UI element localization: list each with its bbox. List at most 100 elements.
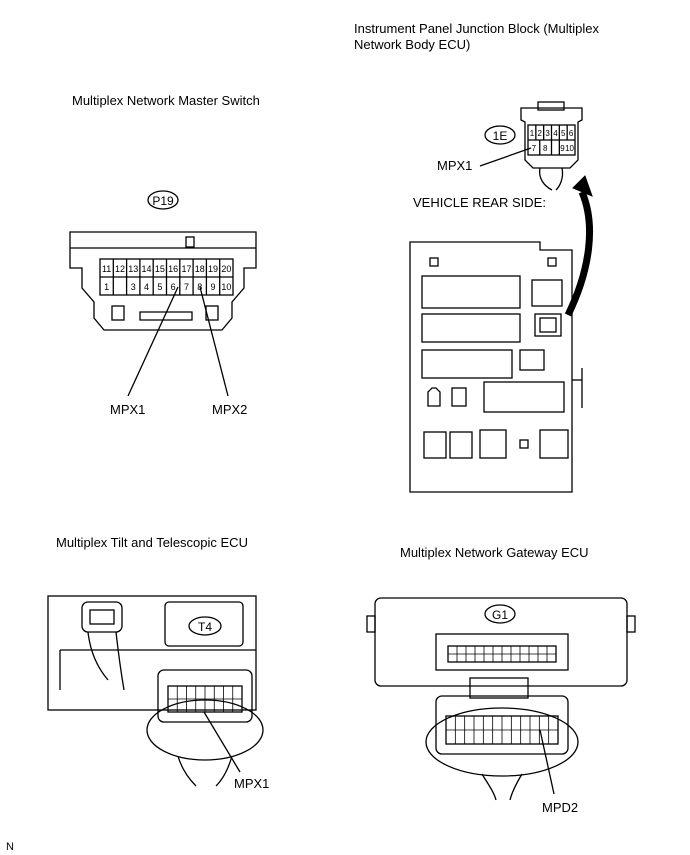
1e-badge-oval [484, 125, 516, 145]
jb-pin-label: 4 [553, 129, 558, 138]
gateway-ecu-assembly: G1 [366, 597, 636, 801]
p19-pin-label: 11 [102, 264, 111, 274]
junction-mpx1-label: MPX1 [437, 158, 473, 173]
junction-block-body [409, 241, 583, 493]
1e-latch [537, 101, 565, 111]
footer-code: N [6, 841, 14, 853]
master-mpx2-label: MPX2 [212, 402, 248, 417]
master-switch-title: Multiplex Network Master Switch [72, 93, 260, 108]
jb-block-4 [421, 349, 513, 379]
p19-pin-label: 3 [131, 282, 136, 292]
tilt-wire-bundle [177, 755, 233, 787]
tilt-ecu-panel [47, 595, 257, 711]
tilt-mpx1-label: MPX1 [234, 776, 270, 791]
p19-pin-label: 17 [181, 264, 191, 274]
t4-badge-text: T4 [198, 620, 212, 634]
gateway-wire-loop [425, 707, 579, 777]
junction-block-title: Instrument Panel Junction Block (Multipl… [354, 21, 599, 52]
p19-pin-label: 7 [184, 282, 189, 292]
p19-badge-text: P19 [152, 194, 174, 208]
p19-pin-label: 15 [155, 264, 165, 274]
1e-housing [520, 107, 583, 169]
gateway-tab-left [366, 615, 376, 633]
jb-block-5 [519, 349, 545, 371]
jb-block-2 [531, 279, 563, 307]
jb-hole-2 [547, 257, 557, 267]
gateway-mpd2-label: MPD2 [542, 800, 579, 815]
jb-pin-label: 3 [545, 129, 550, 138]
p19-pin-label: 20 [221, 264, 231, 274]
jb-block-6 [483, 381, 565, 413]
p19-pin-label: 12 [115, 264, 125, 274]
jb-hole-1 [429, 257, 439, 267]
p19-latch [185, 236, 195, 248]
t4-badge-oval [188, 616, 222, 636]
p19-pin-label: 19 [208, 264, 218, 274]
p19-pin-label: 4 [144, 282, 149, 292]
jb-pin-label: 9 [560, 144, 565, 153]
jb-pin-label: 7 [532, 144, 537, 153]
p19-pin-label: 8 [197, 282, 202, 292]
p19-pin-label: 16 [168, 264, 178, 274]
g1-badge-oval [484, 604, 516, 624]
p19-pin-label: 18 [195, 264, 205, 274]
jb-pin-label: 1 [530, 129, 535, 138]
tilt-mpx1-leader [203, 711, 241, 773]
jb-relay [427, 387, 441, 407]
p19-mpx1-leader [127, 286, 179, 397]
jb-fuse-1 [423, 431, 447, 459]
tilt-wire-loop [146, 699, 264, 761]
gateway-socket [435, 633, 569, 671]
1e-mpx1-leader [479, 147, 532, 167]
jb-block-1 [421, 275, 521, 309]
p19-pin-label: 5 [157, 282, 162, 292]
jb-pin-label: 8 [543, 144, 548, 153]
tilt-ecu-title: Multiplex Tilt and Telescopic ECU [56, 535, 248, 550]
tilt-small-pins [89, 609, 115, 625]
gateway-mpd2-leader [539, 729, 555, 795]
tilt-small-connector [81, 601, 123, 633]
jb-pin-label: 5 [561, 129, 566, 138]
g1-badge-text: G1 [492, 608, 508, 622]
vehicle-rear-side-label: VEHICLE REAR SIDE: [413, 195, 546, 210]
gateway-plug-latch [469, 677, 529, 699]
jb-fuse-2 [449, 431, 473, 459]
rear-view-arrow [564, 175, 593, 317]
p19-pin-label: 6 [171, 282, 176, 292]
jb-connector-socket [534, 313, 562, 337]
jb-fuse-5 [539, 429, 569, 459]
jb-pin-label: 2 [538, 129, 543, 138]
p19-pin-label: 14 [142, 264, 152, 274]
tilt-main-plug [157, 669, 253, 723]
p19-housing [69, 231, 257, 331]
jb-fuse-4 [519, 439, 529, 449]
jb-fuse-3 [479, 429, 507, 459]
p19-lock-right [205, 305, 219, 321]
master-mpx1-label: MPX1 [110, 402, 146, 417]
gateway-ecu-title: Multiplex Network Gateway ECU [400, 545, 589, 560]
jb-outline [409, 241, 573, 493]
1e-wires [538, 167, 564, 191]
p19-key [139, 311, 193, 321]
tilt-ecu-assembly: T4 [47, 595, 264, 787]
p19-pin-label: 9 [211, 282, 216, 292]
p19-pin-label: 1 [104, 282, 109, 292]
jb-block-7 [451, 387, 467, 407]
gateway-wire-bundle [481, 773, 523, 801]
p19-pin-label: 10 [221, 282, 231, 292]
jb-connector-pins [539, 317, 557, 333]
p19-badge-oval [147, 190, 179, 210]
jb-pin-label: 6 [569, 129, 574, 138]
tilt-ecu-label-plate [164, 601, 244, 647]
jb-block-3 [421, 313, 521, 343]
p19-pin-label: 13 [128, 264, 138, 274]
jb-pin-label: 10 [565, 144, 574, 153]
gateway-tab-right [626, 615, 636, 633]
tilt-small-wires [87, 631, 125, 691]
gateway-ecu-body [374, 597, 628, 687]
p19-mpx2-leader [199, 286, 229, 397]
1e-badge-text: 1E [493, 129, 508, 143]
